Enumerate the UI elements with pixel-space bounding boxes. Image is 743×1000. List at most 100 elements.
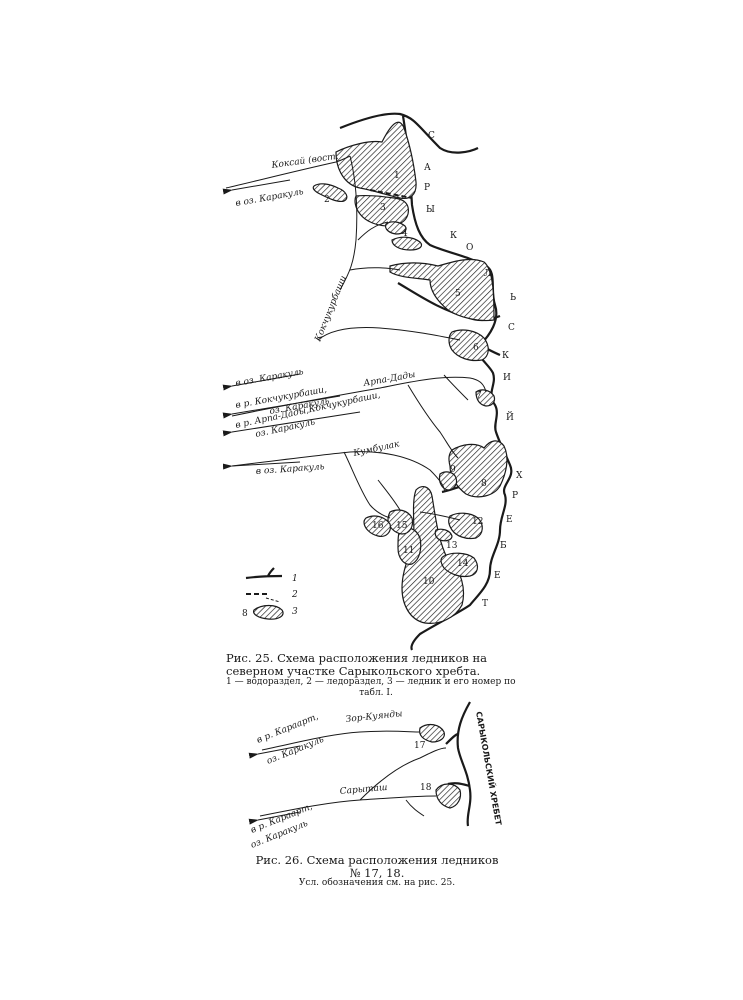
ridge-letter: Л	[484, 269, 492, 279]
glacier-number: 11	[403, 546, 414, 556]
river-sarytash-trib	[359, 747, 447, 801]
glacier-number: 5	[455, 289, 461, 299]
river-kokchukurbashi-main	[317, 327, 461, 341]
glacier-number: 2	[324, 195, 330, 205]
glacier-number: 6	[473, 343, 479, 353]
glacier-2	[312, 183, 348, 203]
legend-watershed-symbol	[245, 567, 283, 580]
figure-25-legend-text-2: табл. I.	[359, 688, 393, 698]
arrow-3	[222, 395, 341, 419]
legend-number: 2	[291, 590, 298, 600]
glacier-8	[448, 440, 508, 498]
arrow-6	[248, 745, 301, 759]
glacier-4b	[391, 236, 423, 251]
glacier-6	[448, 329, 489, 362]
glacier-number: 13	[446, 541, 458, 551]
glacier-16	[363, 515, 391, 537]
figure-26-legend-text: Усл. обозначения см. на рис. 25.	[298, 878, 456, 888]
glacier-number: 4	[402, 229, 408, 239]
glacier-18	[435, 783, 462, 809]
arrow-2	[222, 373, 301, 391]
ridge-letter: Ь	[510, 293, 516, 303]
label-zor-kuyandy: Зор-Куянды	[345, 709, 403, 725]
ridge-letter: К	[450, 231, 457, 241]
glacier-number: 12	[472, 517, 483, 527]
ridge-letter: Е	[506, 515, 513, 525]
ridge-letter: Т	[482, 599, 488, 609]
river-sarytash	[259, 795, 437, 817]
river-trib	[405, 799, 425, 817]
legend-number: 3	[292, 607, 298, 617]
river-kokchukurbashi	[357, 221, 389, 241]
glacier-9	[438, 471, 458, 491]
glacier-number: 3	[380, 203, 386, 213]
glacier-1	[335, 121, 417, 200]
ridge-letter: К	[502, 351, 509, 361]
ridge-letter: А	[424, 163, 431, 173]
figure-26-caption: Рис. 26. Схема расположения ледников № 1…	[255, 853, 499, 880]
figure-26: Зор-Куянды Сарыташ в р. Караарт, оз. Кар…	[248, 701, 505, 851]
ridge-letter: Р	[424, 183, 430, 193]
ridge-letter: Р	[512, 491, 518, 501]
ridge-letter: Х	[516, 471, 523, 481]
label-sarytash: Сарыташ	[339, 783, 387, 797]
legend-number: 1	[292, 574, 298, 584]
label-arrow-2: в оз. Каракуль	[235, 367, 305, 389]
ice-divide	[369, 189, 413, 199]
label-kokchukurbashi: Кокчукурбаши	[312, 274, 349, 344]
glacier-number: 1	[394, 171, 400, 181]
glacier-number: 17	[414, 741, 426, 751]
glacier-17	[419, 723, 445, 743]
river-zor-kuyandy	[261, 730, 421, 751]
ridge-letter: С	[428, 131, 435, 141]
main-watershed	[339, 112, 513, 651]
glacier-number: 9	[450, 465, 456, 475]
glacier-number: 16	[372, 521, 384, 531]
ridge-letter: Е	[494, 571, 501, 581]
arrow-7	[248, 811, 301, 825]
glacier-number: 14	[457, 559, 469, 569]
glacier-number: 8	[481, 479, 487, 489]
figure-25-caption: Рис. 25. Схема расположения ледников на …	[226, 651, 488, 678]
glacier-13	[434, 528, 453, 542]
river-trib	[349, 267, 401, 271]
label-arrow-5: в оз. Каракуль	[256, 462, 325, 477]
glacier-number: 10	[423, 577, 435, 587]
label-koksai: Коксай (вост.	[270, 151, 339, 171]
arrow-4	[222, 411, 361, 437]
river-trib4	[419, 511, 461, 521]
river-trib3	[377, 479, 401, 511]
arrow-1	[222, 179, 291, 195]
label-arrow-1: в оз. Каракуль	[235, 187, 305, 209]
river-arpa-trib	[407, 384, 459, 459]
ridge-letter: О	[466, 243, 473, 253]
glacier-14	[440, 552, 479, 578]
ridge-letter: С	[508, 323, 515, 333]
legend-glacier-symbol	[253, 604, 284, 620]
glacier-number: 15	[396, 521, 408, 531]
figure-25-legend-text: 1 — водораздел, 2 — ледораздел, 3 — ледн…	[226, 677, 516, 687]
glacier-5	[389, 258, 495, 322]
river-trib2	[443, 374, 469, 401]
legend: 1 2 8 3	[242, 567, 298, 620]
arrow-5	[222, 461, 301, 470]
glacier-4	[384, 221, 407, 235]
ridge-letter: Й	[506, 411, 514, 423]
glacier-number: 18	[420, 783, 432, 793]
figure-25: Коксай (вост. Кокчукурбаши Арпа-Дады Кум…	[222, 112, 523, 651]
ridge-letter: И	[503, 373, 511, 383]
river-koksai-trib	[339, 155, 358, 291]
label-kumbulak: Кумбулак	[351, 438, 401, 459]
ridge-watershed	[456, 701, 472, 827]
glacier-number: 7	[476, 391, 482, 401]
ridge-letter: Ы	[426, 205, 435, 215]
legend-ice-divide-symbol	[265, 597, 281, 603]
legend-sample-number: 8	[242, 609, 248, 619]
ridge-letter: Б	[500, 541, 507, 551]
ridge-spur	[445, 732, 459, 745]
ridge-name: САРЫКОЛЬСКИЙ ХРЕБЕТ	[474, 710, 505, 826]
river-kumbulak-trib	[343, 451, 391, 519]
river-kumbulak	[231, 451, 445, 493]
river-koksai	[225, 155, 351, 189]
